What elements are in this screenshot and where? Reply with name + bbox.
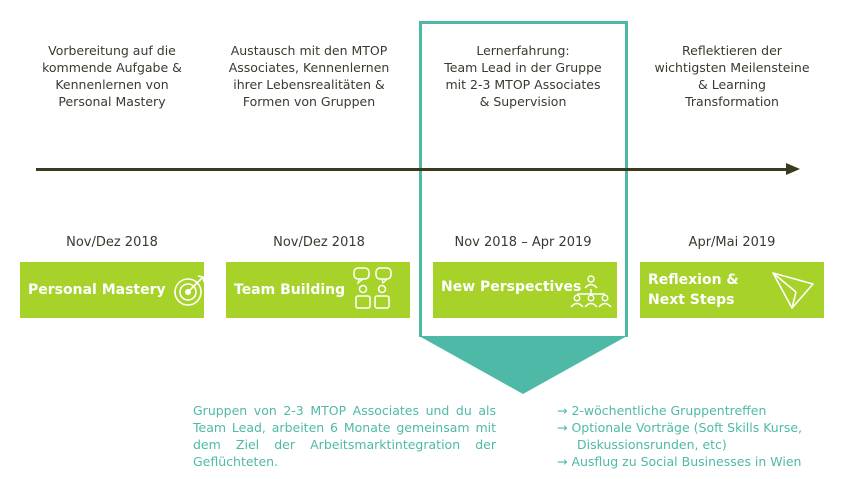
- label-line: Reflexion &: [648, 272, 739, 288]
- detail-bullets: → 2-wöchentliche Gruppentreffen → Option…: [557, 402, 847, 470]
- group-hierarchy-icon: [570, 275, 612, 308]
- target-icon: [174, 275, 205, 306]
- label-line: New Perspectives: [441, 278, 582, 295]
- timeline-line: [36, 168, 790, 171]
- phase-1-date: Nov/Dez 2018: [66, 235, 158, 250]
- desc-line: Associates, Kennenlernen: [228, 60, 390, 75]
- desc-line: mit 2-3 MTOP Associates: [445, 77, 601, 92]
- desc-line: Kennenlernen von: [55, 77, 169, 92]
- paper-plane-icon: [772, 272, 814, 309]
- phase-3-description: Lernerfahrung: Team Lead in der Gruppe m…: [428, 42, 618, 110]
- desc-line: Reflektieren der: [682, 43, 782, 58]
- phase-2-label: Team Building: [234, 280, 345, 300]
- phase-1-label: Personal Mastery: [28, 280, 166, 300]
- desc-line: wichtigsten Meilensteine: [654, 60, 810, 75]
- desc-line: Vorbereitung auf die: [48, 43, 176, 58]
- phase-4-description: Reflektieren der wichtigsten Meilenstein…: [637, 42, 827, 110]
- bullet-item: → 2-wöchentliche Gruppentreffen: [557, 403, 767, 418]
- phase-2-description: Austausch mit den MTOP Associates, Kenne…: [214, 42, 404, 110]
- desc-line: ihrer Lebensrealitäten &: [233, 77, 385, 92]
- phase-3-box: New Perspectives: [433, 262, 617, 318]
- phase-4-label: Reflexion & Next Steps: [648, 270, 739, 310]
- label-line: Next Steps: [648, 292, 735, 308]
- desc-line: Austausch mit den MTOP: [230, 43, 388, 58]
- phase-1-description: Vorbereitung auf die kommende Aufgabe & …: [17, 42, 207, 110]
- phase-3-date: Nov 2018 – Apr 2019: [454, 235, 592, 250]
- phase-2-box: Team Building: [226, 262, 410, 318]
- desc-line: Personal Mastery: [58, 94, 166, 109]
- timeline-arrowhead: [786, 163, 800, 175]
- desc-line: Transformation: [685, 94, 779, 109]
- phase-4-box: Reflexion & Next Steps: [640, 262, 824, 318]
- desc-line: Formen von Gruppen: [242, 94, 376, 109]
- phase-4-date: Apr/Mai 2019: [688, 235, 776, 250]
- bullet-item: → Optionale Vorträge (Soft Skills Kurse,: [557, 420, 803, 435]
- bullet-item: → Ausflug zu Social Businesses in Wien: [557, 454, 802, 469]
- desc-line: Team Lead in der Gruppe: [444, 60, 602, 75]
- team-speech-bubbles-icon: [353, 267, 392, 309]
- phase-3-label: New Perspectives: [441, 277, 581, 297]
- detail-text: Gruppen von 2-3 MTOP Associates und du a…: [193, 403, 496, 469]
- highlight-frame: [419, 21, 628, 337]
- phase-2-date: Nov/Dez 2018: [273, 235, 365, 250]
- desc-line: Lernerfahrung:: [476, 43, 570, 58]
- highlight-pointer: [419, 336, 627, 394]
- desc-line: & Supervision: [479, 94, 567, 109]
- bullet-item-continuation: Diskussionsrunden, etc): [577, 437, 727, 452]
- label-line: Team Building: [234, 282, 346, 298]
- desc-line: kommende Aufgabe &: [42, 60, 182, 75]
- phase-1-box: Personal Mastery: [20, 262, 205, 318]
- desc-line: & Learning: [698, 77, 766, 92]
- label-line: Personal Mastery: [28, 282, 166, 298]
